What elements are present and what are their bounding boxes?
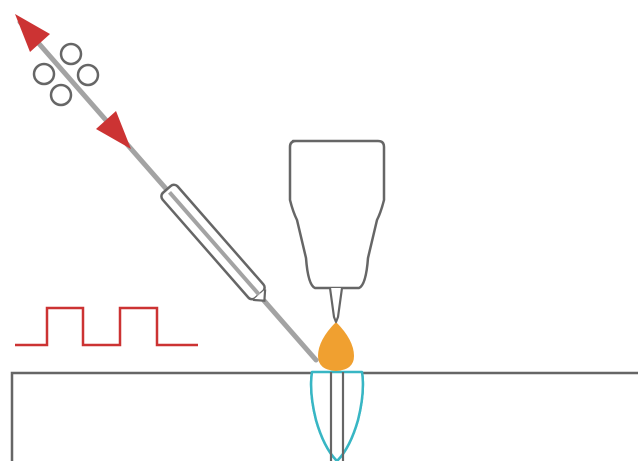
red-arrow-up-left-icon	[15, 14, 50, 52]
square-pulse-wave-icon	[15, 306, 198, 347]
wire-guide-tube	[160, 183, 267, 302]
weld-pool-fill	[309, 370, 365, 461]
drive-roller	[32, 62, 56, 86]
four-roller-wire-drive-icon	[32, 42, 100, 107]
drive-roller	[49, 83, 73, 107]
welding-arc	[318, 322, 354, 371]
red-arrow-down-right-icon	[96, 111, 131, 149]
tig-torch	[288, 139, 386, 290]
workpiece-outline	[10, 371, 638, 461]
tungsten-electrode	[328, 287, 344, 324]
drive-roller	[59, 42, 83, 66]
drive-roller	[76, 63, 100, 87]
